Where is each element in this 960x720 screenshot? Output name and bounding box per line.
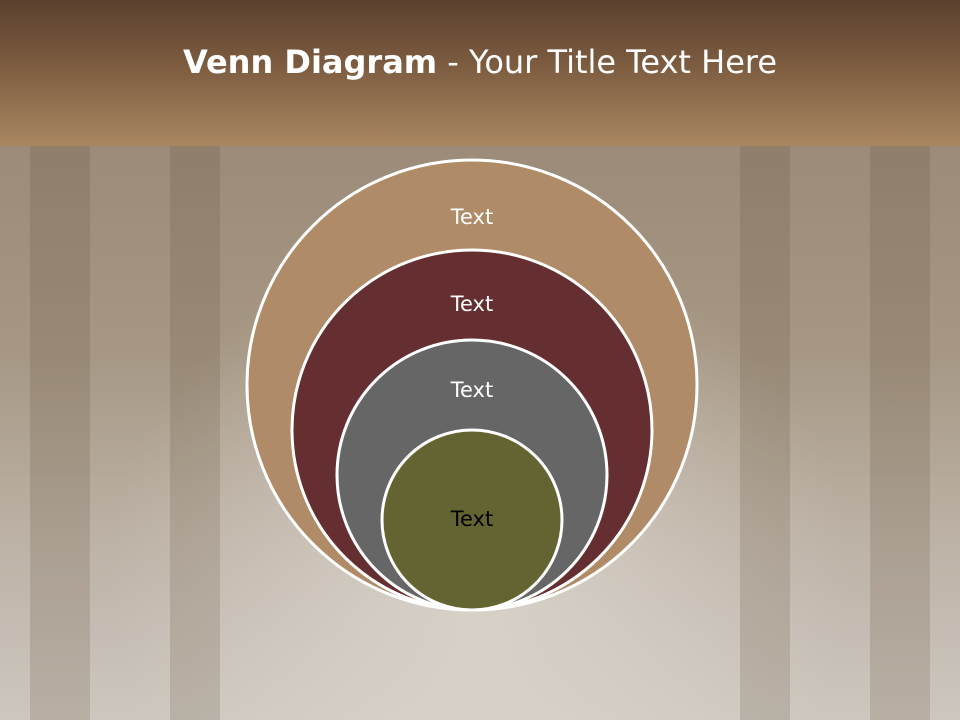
background-column bbox=[870, 146, 930, 720]
slide-title: Venn Diagram - Your Title Text Here bbox=[0, 40, 960, 84]
background-column bbox=[30, 146, 90, 720]
background-column bbox=[170, 146, 220, 720]
venn-label-outer: Text bbox=[450, 205, 493, 229]
venn-label-inner: Text bbox=[450, 507, 493, 531]
background-column bbox=[740, 146, 790, 720]
venn-label-third: Text bbox=[450, 378, 493, 402]
venn-label-second: Text bbox=[450, 292, 493, 316]
title-rest: - Your Title Text Here bbox=[437, 43, 778, 81]
title-bar: Venn Diagram - Your Title Text Here bbox=[0, 0, 960, 146]
venn-circle-inner[interactable] bbox=[380, 428, 564, 612]
title-bold: Venn Diagram bbox=[182, 43, 438, 81]
